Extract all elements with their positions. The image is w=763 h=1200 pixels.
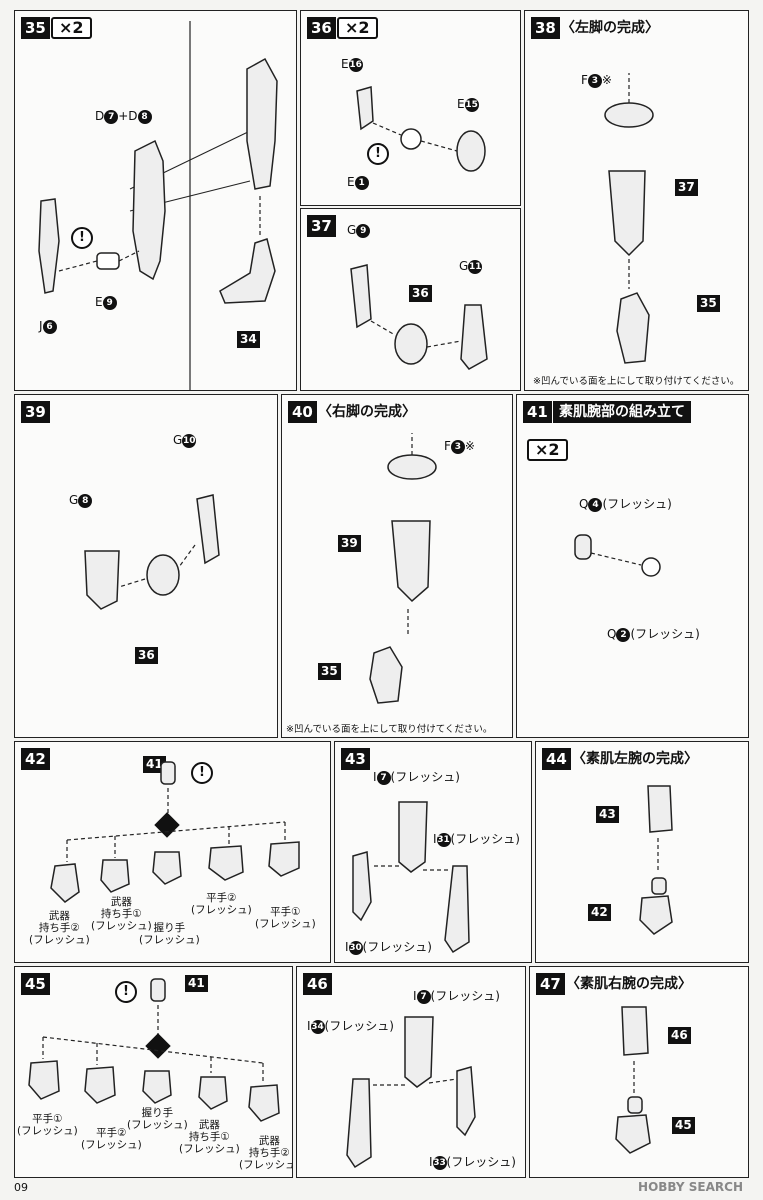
multiplier-badge: ×2 bbox=[337, 17, 378, 39]
badge-42: 42 bbox=[588, 904, 611, 921]
badge-41: 41 bbox=[143, 756, 166, 773]
step-number: 45 bbox=[21, 973, 50, 995]
step-number: 44 bbox=[542, 748, 571, 770]
step-39-illustration bbox=[84, 494, 220, 610]
step-title: 〈右脚の完成〉 bbox=[318, 404, 416, 420]
caution-icon: ! bbox=[115, 981, 137, 1003]
step-number: 38 bbox=[531, 17, 560, 39]
step-number: 39 bbox=[21, 401, 50, 423]
hand-label: 武器 持ち手① (フレッシュ) bbox=[179, 1119, 240, 1155]
result-badge-34: 34 bbox=[237, 331, 260, 348]
badge-39: 39 bbox=[338, 535, 361, 552]
step-42-illustration bbox=[50, 761, 300, 903]
step-46-illustration bbox=[346, 1016, 476, 1169]
step-35-illustration bbox=[38, 21, 278, 390]
badge-46: 46 bbox=[668, 1027, 691, 1044]
multiplier-badge: ×2 bbox=[527, 439, 568, 461]
step-47-panel: 47 〈素肌右腕の完成〉 46 45 bbox=[529, 966, 749, 1178]
multiplier-badge: ×2 bbox=[51, 17, 92, 39]
part-label-g11: G11 bbox=[459, 259, 483, 274]
step-number: 42 bbox=[21, 748, 50, 770]
part-label-i31: I31(フレッシュ) bbox=[433, 832, 520, 847]
hand-label: 握り手 (フレッシュ) bbox=[139, 922, 200, 946]
step-number: 43 bbox=[341, 748, 370, 770]
hand-label: 平手① (フレッシュ) bbox=[255, 906, 316, 930]
step-47-illustration bbox=[615, 1006, 651, 1154]
part-label-i34: I34(フレッシュ) bbox=[307, 1019, 394, 1034]
step-37-illustration bbox=[350, 264, 488, 370]
assembly-note: ※凹んでいる面を上にして取り付けてください。 bbox=[533, 376, 740, 387]
step-title: 素肌腕部の組み立て bbox=[553, 401, 691, 423]
step-number: 46 bbox=[303, 973, 332, 995]
caution-icon: ! bbox=[367, 143, 389, 165]
badge-35: 35 bbox=[697, 295, 720, 312]
step-title: 〈素肌左腕の完成〉 bbox=[572, 751, 698, 767]
step-number: 47 bbox=[536, 973, 565, 995]
hand-label: 平手① (フレッシュ) bbox=[17, 1113, 78, 1137]
part-label-i33: I33(フレッシュ) bbox=[429, 1155, 516, 1170]
hand-label: 握り手 (フレッシュ) bbox=[127, 1107, 188, 1131]
step-number: 41 bbox=[523, 401, 552, 423]
caution-icon: ! bbox=[191, 762, 213, 784]
step-title: 〈素肌右腕の完成〉 bbox=[566, 976, 692, 992]
badge-36: 36 bbox=[409, 285, 432, 302]
assembly-note: ※凹んでいる面を上にして取り付けてください。 bbox=[286, 724, 493, 735]
hand-label: 武器 持ち手② (フレッシュ) bbox=[239, 1135, 292, 1171]
step-45-illustration bbox=[28, 978, 280, 1122]
step-36-illustration bbox=[356, 86, 486, 172]
badge-45: 45 bbox=[672, 1117, 695, 1134]
badge-43: 43 bbox=[596, 806, 619, 823]
step-45-panel: 45 ! 41 平手① (フレッシュ) 平手② (フレッシュ) 握り手 (フレッ… bbox=[14, 966, 293, 1178]
part-label-g10: G10 bbox=[173, 433, 197, 448]
step-42-panel: 42 41 ! 武器 持ち手② (フレッシュ) 武器 持ち手① (フレッシュ) … bbox=[14, 741, 331, 963]
caution-icon: ! bbox=[71, 227, 93, 249]
hand-label: 武器 持ち手① (フレッシュ) bbox=[91, 896, 152, 932]
hand-label: 武器 持ち手② (フレッシュ) bbox=[29, 910, 90, 946]
hand-label: 平手② (フレッシュ) bbox=[191, 892, 252, 916]
step-38-illustration bbox=[604, 73, 654, 364]
step-40-illustration bbox=[369, 433, 437, 704]
page-number: 09 bbox=[14, 1181, 28, 1194]
step-43-illustration bbox=[352, 801, 470, 954]
step-title: 〈左脚の完成〉 bbox=[561, 20, 659, 36]
step-number: 37 bbox=[307, 215, 336, 237]
part-label-e15: E15 bbox=[457, 97, 479, 112]
part-label-i30: I30(フレッシュ) bbox=[345, 940, 432, 955]
step-44-illustration bbox=[639, 785, 673, 935]
step-44-panel: 44 〈素肌左腕の完成〉 43 42 bbox=[535, 741, 749, 963]
badge-35: 35 bbox=[318, 663, 341, 680]
watermark: HOBBY SEARCH bbox=[638, 1180, 743, 1194]
step-number: 35 bbox=[21, 17, 50, 39]
badge-41: 41 bbox=[185, 975, 208, 992]
step-41-illustration bbox=[574, 534, 661, 577]
step-number: 36 bbox=[307, 17, 336, 39]
badge-36: 36 bbox=[135, 647, 158, 664]
part-label-e16: E16 bbox=[341, 57, 363, 72]
step-number: 40 bbox=[288, 401, 317, 423]
hand-label: 平手② (フレッシュ) bbox=[81, 1127, 142, 1151]
badge-37: 37 bbox=[675, 179, 698, 196]
